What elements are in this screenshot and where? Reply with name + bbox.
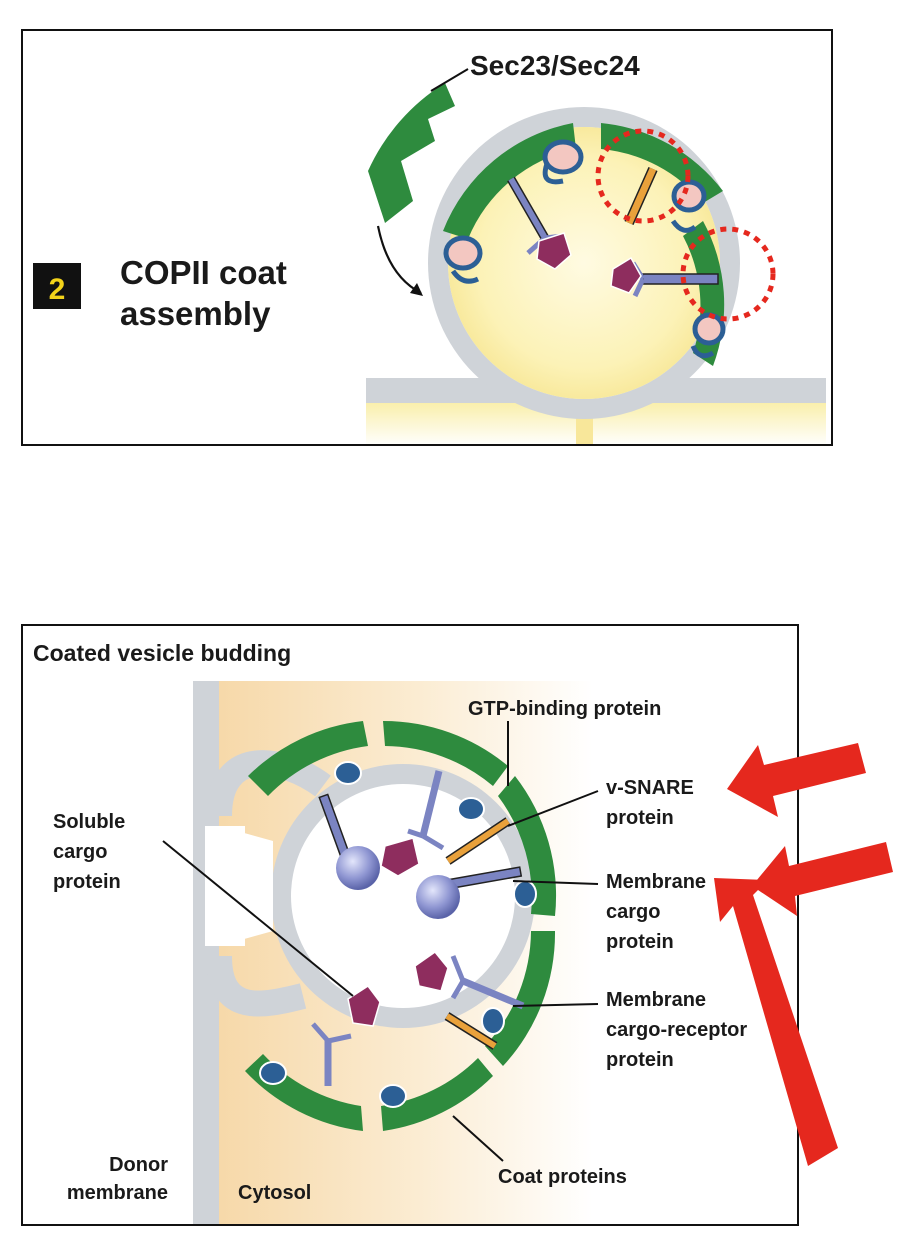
receptor-label-line3: protein bbox=[606, 1049, 674, 1071]
leader-line bbox=[162, 840, 354, 997]
panel-title: Coated vesicle budding bbox=[33, 640, 291, 666]
cargo-protein bbox=[536, 232, 572, 270]
coated-vesicle-budding-panel: Coated vesicle budding GTP-binding prote… bbox=[21, 624, 799, 1226]
highlight-circle bbox=[680, 226, 776, 322]
gtp-binding-protein bbox=[259, 1061, 287, 1085]
membrane-cargo-protein bbox=[416, 866, 523, 919]
soluble-cargo-label-line2: cargo bbox=[53, 841, 107, 863]
soluble-cargo-label-line1: Soluble bbox=[53, 811, 125, 833]
membrane-neck-lower bbox=[206, 955, 307, 1017]
leader-line bbox=[430, 68, 469, 92]
donor-membrane-label-line1: Donor bbox=[109, 1154, 168, 1176]
gtp-binding-protein bbox=[443, 235, 483, 284]
donor-membrane bbox=[193, 681, 219, 1224]
gtp-binding-protein bbox=[513, 880, 537, 908]
vesicle-budding-diagram: Coated vesicle budding GTP-binding prote… bbox=[33, 640, 747, 1224]
leader-line bbox=[512, 1003, 599, 1007]
membrane-cargo-protein bbox=[318, 793, 380, 890]
gtp-binding-protein bbox=[379, 1084, 407, 1108]
sec23-sec24-complex bbox=[368, 83, 455, 223]
assembly-arrow bbox=[376, 225, 422, 294]
gtp-binding-label: GTP-binding protein bbox=[468, 698, 661, 720]
gtp-binding-protein bbox=[690, 312, 726, 359]
assembly-arrow-head bbox=[410, 283, 423, 296]
vesicle-lumen bbox=[291, 784, 515, 1008]
gtp-binding-protein bbox=[334, 761, 362, 785]
cargo-receptor-protein bbox=[450, 955, 525, 1010]
highlight-circle bbox=[595, 128, 691, 224]
donor-membrane-label-line2: membrane bbox=[67, 1182, 168, 1204]
cargo-protein bbox=[414, 950, 449, 992]
membrane-cargo-label-line1: Membrane bbox=[606, 871, 706, 893]
step-badge bbox=[33, 263, 81, 309]
cargo-protein bbox=[380, 837, 420, 877]
panel-title-line1: COPII coat bbox=[120, 254, 287, 291]
coat-proteins-label: Coat proteins bbox=[498, 1166, 627, 1188]
membrane-neck-upper bbox=[206, 750, 331, 817]
copii-assembly-panel: 2 COPII coat assembly Sec23/Sec24 bbox=[21, 29, 833, 446]
panel-title-line2: assembly bbox=[120, 295, 271, 332]
coat-segment bbox=[381, 1058, 493, 1131]
cargo-receptor-protein bbox=[407, 770, 445, 851]
coat-segment bbox=[498, 776, 557, 916]
v-snare-label-line2: protein bbox=[606, 807, 674, 829]
coat-segment bbox=[383, 720, 508, 786]
sec23-sec24-label: Sec23/Sec24 bbox=[470, 50, 640, 81]
soluble-cargo-protein bbox=[347, 984, 381, 1027]
leader-line bbox=[512, 880, 599, 885]
copii-assembly-diagram: 2 COPII coat assembly Sec23/Sec24 bbox=[33, 50, 826, 444]
membrane-cargo-label-line2: cargo bbox=[606, 901, 660, 923]
cytosol-label: Cytosol bbox=[238, 1182, 311, 1204]
coat-segment bbox=[485, 931, 556, 1066]
cargo-receptor-protein bbox=[311, 1022, 352, 1086]
cargo-protein bbox=[610, 256, 642, 294]
gtp-binding-protein bbox=[457, 797, 485, 821]
soluble-cargo-label-line3: protein bbox=[53, 871, 121, 893]
gtp-binding-protein bbox=[542, 139, 584, 185]
leader-line bbox=[507, 790, 599, 827]
membrane-cargo-label-line3: protein bbox=[606, 931, 674, 953]
receptor-label-line1: Membrane bbox=[606, 989, 706, 1011]
coat-segment bbox=[248, 721, 368, 796]
v-snare-label-line1: v-SNARE bbox=[606, 777, 694, 799]
leader-line bbox=[452, 1115, 504, 1162]
gtp-binding-protein bbox=[481, 1007, 505, 1035]
receptor-label-line2: cargo-receptor bbox=[606, 1019, 747, 1041]
step-number: 2 bbox=[49, 273, 66, 306]
